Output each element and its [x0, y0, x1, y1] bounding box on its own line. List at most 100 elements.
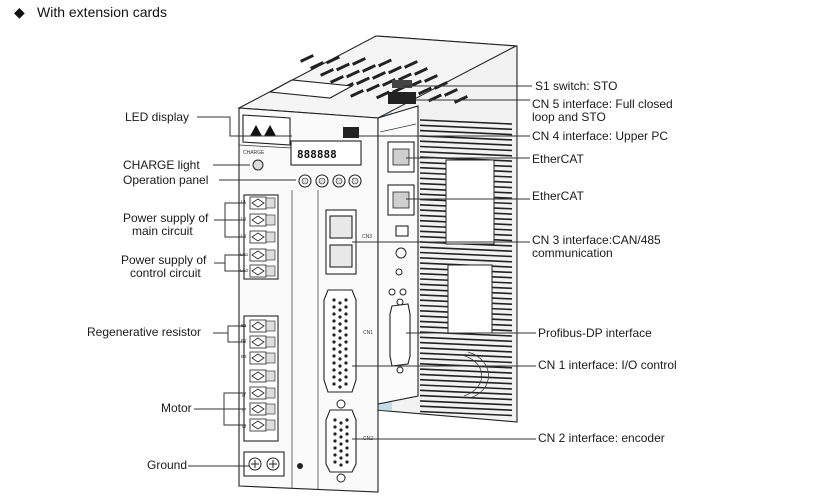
fin	[419, 347, 513, 353]
vent-slot	[346, 69, 360, 79]
fin	[419, 124, 513, 131]
fin	[419, 135, 513, 141]
vent-slot	[424, 74, 438, 83]
label-led-display: LED display	[125, 110, 189, 124]
charge-light	[252, 159, 264, 171]
fin	[419, 389, 513, 396]
callouts-left: LED display CHARGE light Operation panel…	[87, 110, 296, 472]
cn1-connector	[323, 289, 357, 393]
fin	[419, 400, 513, 406]
label-cn3-1: CN 3 interface:CAN/485	[532, 233, 661, 247]
vent-slot	[350, 89, 364, 98]
fin	[419, 341, 513, 348]
label-cn5-2: loop and STO	[532, 110, 606, 124]
vent-slot	[362, 64, 376, 73]
side-window-lower	[447, 264, 493, 334]
label-regenerative-resistor: Regenerative resistor	[87, 325, 201, 339]
vent-slot	[434, 81, 448, 90]
vent-slot	[310, 61, 324, 70]
term-label: L3	[241, 233, 247, 238]
vent-slot	[330, 75, 344, 84]
vent-slot	[325, 55, 340, 65]
fin	[419, 251, 513, 258]
vent-slot	[388, 65, 402, 75]
label-power-control-2: control circuit	[130, 266, 201, 280]
label-charge-light: CHARGE light	[123, 158, 200, 172]
vent-slot	[418, 86, 432, 96]
vent-slot	[398, 72, 412, 82]
label-cn2: CN 2 interface: encoder	[538, 431, 665, 445]
charge-text: CHARGE	[243, 150, 265, 156]
term-label: V	[242, 408, 245, 413]
vent-slot	[454, 95, 468, 104]
term-label: B2	[241, 338, 247, 343]
vent-slot	[366, 83, 380, 93]
header-title: With extension cards	[37, 4, 167, 20]
vent-slot	[378, 58, 392, 68]
profibus-port	[389, 303, 411, 367]
cn5-port	[388, 92, 416, 104]
vent-slot	[300, 54, 314, 63]
fin	[419, 129, 513, 136]
vent-slot	[444, 88, 458, 97]
led-digits: 888888	[297, 148, 337, 161]
fin	[419, 394, 513, 401]
label-ethercat-1: EtherCAT	[532, 152, 584, 166]
vent-slot	[352, 57, 366, 66]
vent-slot	[376, 90, 390, 100]
fin	[419, 151, 513, 157]
cn3-tag: CN3	[362, 234, 372, 240]
label-cn4: CN 4 interface: Upper PC	[532, 129, 668, 143]
cn4-port	[343, 127, 359, 138]
warning-icon	[264, 125, 276, 136]
top-surface	[237, 35, 518, 119]
vent-slot	[320, 68, 334, 77]
fin	[419, 405, 513, 411]
label-ethercat-2: EtherCAT	[532, 189, 584, 203]
term-label: U	[242, 393, 245, 398]
cn2-connector	[325, 409, 357, 473]
label-profibus: Profibus-DP interface	[538, 326, 652, 340]
term-label: L2	[241, 216, 247, 221]
label-power-control-1: Power supply of	[121, 253, 207, 267]
front-panel: 888888 CHARGE L1 L2 L3 LC1 LC2 B1 B2 B3 …	[238, 79, 379, 493]
fin	[419, 368, 513, 374]
s1-switch	[392, 80, 412, 88]
vent-slot	[356, 76, 370, 86]
callouts-right: S1 switch: STO CN 5 interface: Full clos…	[352, 79, 677, 445]
label-s1-switch: S1 switch: STO	[535, 79, 617, 93]
term-label: B3	[241, 354, 247, 359]
cn1-tag: CN1	[363, 330, 373, 336]
extension-card	[377, 80, 419, 405]
fin	[419, 357, 513, 364]
panel-button-center	[318, 177, 326, 185]
fin	[419, 384, 513, 390]
cn1-pins	[332, 298, 348, 389]
vent-slot	[414, 67, 428, 76]
label-cn1: CN 1 interface: I/O control	[538, 358, 677, 372]
terminal-screws-power	[249, 196, 276, 278]
fin	[419, 257, 513, 263]
label-cn5-1: CN 5 interface: Full closed	[532, 97, 673, 111]
label-operation-panel: Operation panel	[123, 173, 208, 187]
fin	[419, 336, 513, 343]
cn2-pins	[333, 418, 349, 467]
warning-icon	[250, 125, 262, 136]
label-cn3-2: communication	[532, 246, 613, 260]
term-label: W	[242, 424, 247, 429]
terminal-screws-motor	[249, 319, 276, 432]
panel-button-center	[351, 177, 359, 185]
fin	[419, 352, 513, 358]
fin	[419, 410, 513, 417]
vent-slot	[404, 60, 418, 69]
label-ground: Ground	[147, 458, 187, 472]
vent-slot	[372, 71, 386, 80]
panel-button-center	[335, 177, 343, 185]
label-motor: Motor	[161, 401, 192, 415]
fin	[419, 373, 513, 380]
label-power-main-1: Power supply of	[123, 211, 209, 225]
header-bullet-icon: ◆	[14, 4, 25, 20]
fin	[419, 140, 513, 146]
fin	[419, 378, 513, 385]
